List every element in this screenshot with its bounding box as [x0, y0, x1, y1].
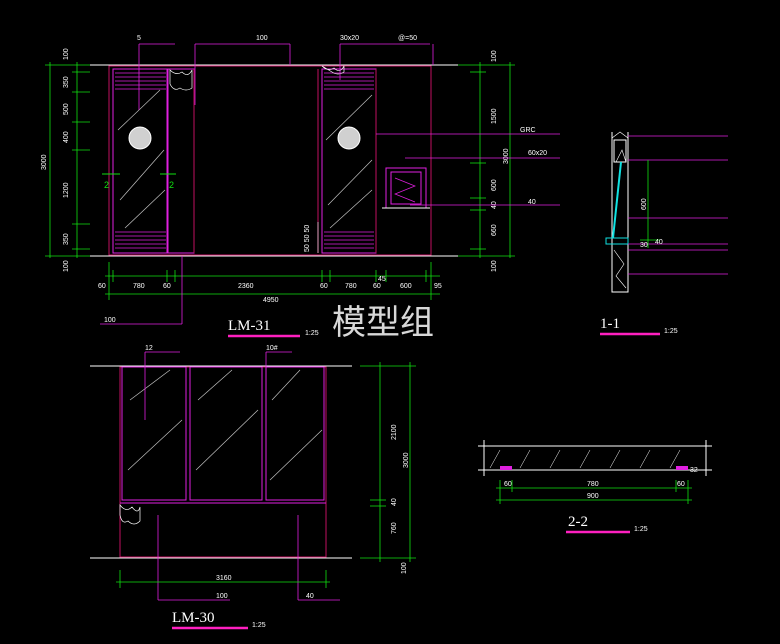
right-dim-5: 660 — [491, 224, 498, 236]
bottom-dim-6: 780 — [345, 283, 357, 290]
lm30-top-label-1: 12 — [145, 345, 153, 352]
watermark-text: 模型组 — [332, 303, 434, 343]
section-mark-right: 2 — [169, 180, 174, 190]
lm30-dim-total-bottom: 3160 — [216, 575, 232, 582]
left-dim-1: 100 — [63, 48, 70, 60]
sec11-dim-600: 600 — [641, 198, 648, 210]
lm30-dim-total: 3000 — [403, 452, 410, 468]
bottom-sub: 45 — [378, 276, 386, 283]
sec11-title: 1-1 — [600, 316, 620, 332]
right-dim-3: 600 — [491, 179, 498, 191]
lm31-elevation: 2 2 5 100 30x20 @=50 100 350 500 40 — [41, 35, 560, 338]
lm30-sub-2: 40 — [306, 593, 314, 600]
left-dim-5: 1200 — [63, 182, 70, 198]
top-label-1: 5 — [137, 35, 141, 42]
left-dim-2: 350 — [63, 76, 70, 88]
lm31-title: LM-31 — [228, 318, 271, 334]
callout-60x20: 60x20 — [528, 150, 547, 157]
left-dim-3: 500 — [63, 103, 70, 115]
bottom-dim-8: 600 — [400, 283, 412, 290]
sec22-side: 32 — [690, 467, 698, 474]
section-mark-left: 2 — [104, 180, 109, 190]
sec11-dim-30: 30 — [640, 242, 648, 249]
sec22-dim-1: 60 — [504, 481, 512, 488]
lm30-dim-40: 40 — [391, 498, 398, 506]
lm30-elevation: 12 10# 2100 40 760 100 3000 3160 100 40 … — [90, 345, 416, 630]
callout-grc: GRC — [520, 127, 536, 134]
callout-100: 100 — [104, 317, 116, 324]
lm30-dim-2100: 2100 — [391, 424, 398, 440]
sec22-dim-2: 780 — [587, 481, 599, 488]
right-dim-total: 3000 — [503, 148, 510, 164]
lm30-title: LM-30 — [172, 610, 215, 626]
sec11-scale: 1:25 — [664, 328, 678, 335]
section-1-1: 600 40 30 1-1 1:25 — [600, 131, 728, 336]
section-2-2: 60 780 60 900 32 2-2 1:25 — [478, 440, 712, 534]
lm30-sub-1: 100 — [216, 593, 228, 600]
bottom-dim-7: 60 — [373, 283, 381, 290]
bottom-dim-total: 4950 — [263, 297, 279, 304]
vertical-note: 50 50 50 — [304, 225, 311, 252]
left-dim-4: 400 — [63, 131, 70, 143]
bottom-dim-2: 780 — [133, 283, 145, 290]
callout-40: 40 — [528, 199, 536, 206]
left-dim-total: 3000 — [41, 154, 48, 170]
left-dim-6: 350 — [63, 233, 70, 245]
right-dim-1: 100 — [491, 50, 498, 62]
bottom-dim-5: 60 — [320, 283, 328, 290]
top-label-2: 100 — [256, 35, 268, 42]
bottom-dim-9: 95 — [434, 283, 442, 290]
top-label-3: 30x20 — [340, 35, 359, 42]
lm30-scale: 1:25 — [252, 622, 266, 629]
right-dim-6: 100 — [491, 260, 498, 272]
bottom-dim-4: 2360 — [238, 283, 254, 290]
sec11-dim-40: 40 — [655, 239, 663, 246]
lm30-dim-100: 100 — [401, 562, 408, 574]
left-dim-7: 100 — [63, 260, 70, 272]
top-label-4: @=50 — [398, 35, 417, 42]
sec22-title: 2-2 — [568, 514, 588, 530]
bottom-dim-1: 60 — [98, 283, 106, 290]
right-dim-2: 1500 — [491, 108, 498, 124]
lm31-scale: 1:25 — [305, 330, 319, 337]
sec22-scale: 1:25 — [634, 526, 648, 533]
lm30-dim-760: 760 — [391, 522, 398, 534]
bottom-dim-3: 60 — [163, 283, 171, 290]
sec22-total: 900 — [587, 493, 599, 500]
lm30-top-label-2: 10# — [266, 345, 278, 352]
sec22-dim-3: 60 — [677, 481, 685, 488]
